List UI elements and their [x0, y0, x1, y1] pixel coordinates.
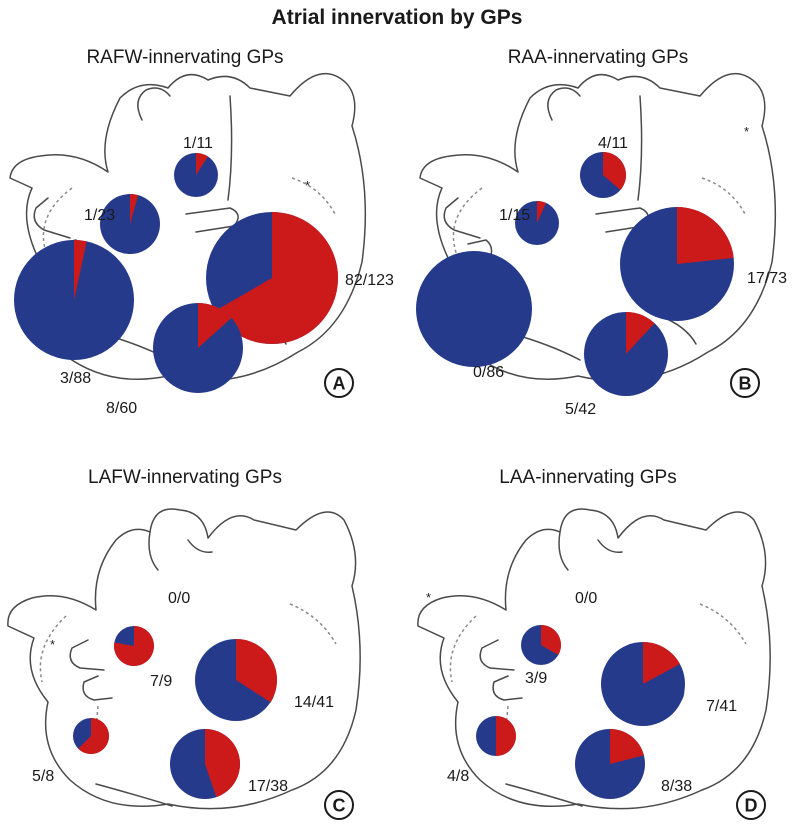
- panel-letter: A: [333, 374, 346, 394]
- panel-letter-badge: B: [730, 368, 760, 398]
- pie-fraction-label: 3/9: [525, 670, 547, 687]
- figure-title: Atrial innervation by GPs: [272, 6, 523, 29]
- pie-group: 0/0 3/9 7/41 4/8 8/38: [447, 590, 737, 799]
- pie-fraction-label: 4/8: [447, 768, 469, 785]
- pie-positive-slice: [236, 639, 277, 703]
- pie-positive-slice: [196, 153, 208, 175]
- asterisk-marker: *: [744, 124, 749, 139]
- pie-fraction-label: 17/73: [747, 270, 787, 287]
- pie-fraction-label: 5/8: [32, 768, 54, 785]
- pie-positive-slice: [130, 194, 139, 224]
- asterisk-marker: *: [426, 590, 431, 605]
- pie-fraction-label: 14/41: [294, 694, 334, 711]
- panel-letter-badge: A: [324, 368, 354, 398]
- panel-d: * LAA-innervating GPs D 0/0 3/9 7/41 4/8 8/3…: [417, 467, 771, 820]
- panel-letter: B: [739, 374, 752, 394]
- pie-positive-slice: [496, 716, 516, 756]
- pie-fraction-label: 17/38: [248, 778, 288, 795]
- asterisk-marker: *: [305, 178, 310, 193]
- pie-negative-slice: [416, 251, 532, 367]
- asterisk-marker: *: [50, 637, 55, 652]
- pie-positive-slice: [603, 152, 626, 191]
- pie-positive-slice: [610, 729, 644, 764]
- pie-group: 4/11 1/15 17/73 0/86 5/42: [416, 135, 787, 418]
- pie-positive-slice: [113, 626, 154, 666]
- pie-positive-slice: [198, 303, 232, 348]
- panel-title: RAFW-innervating GPs: [86, 47, 283, 68]
- pie-fraction-label: 0/86: [473, 364, 504, 381]
- pie-fraction-label: 7/9: [150, 673, 172, 690]
- pie-fraction-label: 7/41: [706, 698, 737, 715]
- pie-fraction-label: 1/11: [183, 135, 213, 152]
- pie-positive-slice: [677, 207, 734, 264]
- pie-positive-slice: [541, 625, 561, 655]
- panel-letter-badge: C: [324, 790, 354, 820]
- panel-c: * LAFW-innervating GPs C 0/0 7/9 14/41 5/8 1…: [7, 467, 361, 820]
- pie-fraction-label: 0/0: [168, 590, 190, 607]
- pie-fraction-label: 0/0: [575, 590, 597, 607]
- pie-positive-slice: [74, 240, 87, 300]
- pie-fraction-label: 8/38: [661, 778, 692, 795]
- panel-title: LAFW-innervating GPs: [88, 467, 282, 488]
- panel-letter: C: [333, 796, 346, 816]
- pie-positive-slice: [78, 718, 109, 754]
- pie-positive-slice: [205, 729, 240, 798]
- panel-a: * RAFW-innervating GPs A 1/11 1/23 82/123 3…: [9, 47, 394, 417]
- pie-fraction-label: 4/11: [598, 135, 628, 152]
- pie-fraction-label: 3/88: [60, 370, 91, 387]
- pie-fraction-label: 8/60: [106, 400, 137, 417]
- panel-letter-badge: D: [736, 790, 766, 820]
- panel-b: * RAA-innervating GPs B 4/11 1/15 17/73 0/8…: [416, 47, 787, 418]
- heart-outline: [419, 73, 777, 382]
- pie-positive-slice: [214, 212, 338, 345]
- pie-positive-slice: [643, 642, 680, 684]
- pie-fraction-label: 1/15: [499, 207, 530, 224]
- pie-fraction-label: 1/23: [84, 207, 115, 224]
- pie-fraction-label: 5/42: [565, 401, 596, 418]
- pie-positive-slice: [537, 201, 546, 223]
- panel-title: LAA-innervating GPs: [499, 467, 676, 488]
- pie-group: 0/0 7/9 14/41 5/8 17/38: [32, 590, 334, 799]
- pie-positive-slice: [626, 312, 655, 354]
- panel-letter: D: [745, 796, 758, 816]
- pie-fraction-label: 82/123: [345, 272, 394, 289]
- pie-group: 1/11 1/23 82/123 3/88 8/60: [14, 135, 394, 417]
- panel-title: RAA-innervating GPs: [508, 47, 689, 68]
